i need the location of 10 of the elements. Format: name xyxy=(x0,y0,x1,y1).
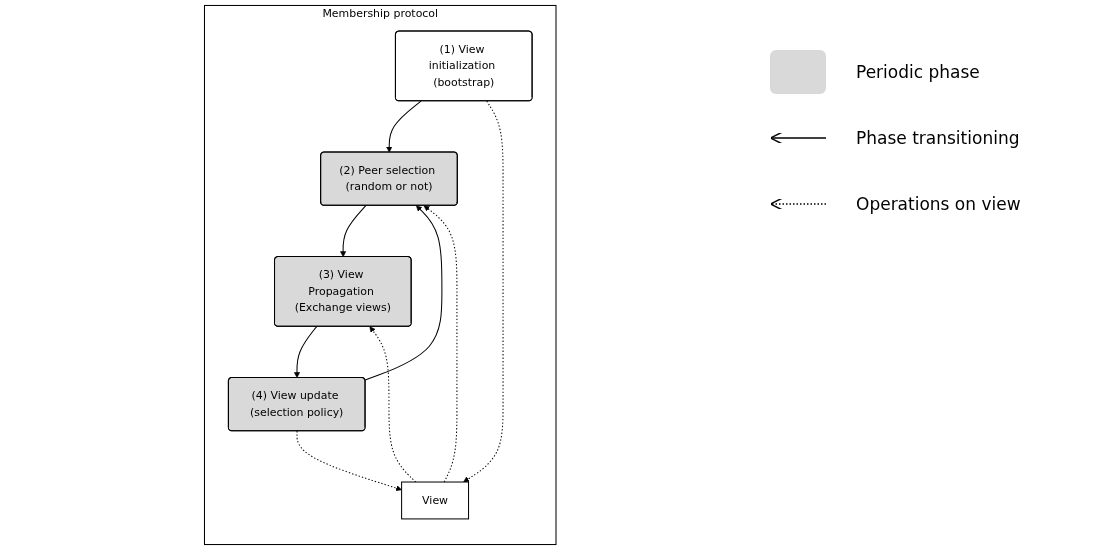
arrow xyxy=(296,430,402,491)
arrow xyxy=(364,205,443,381)
legend-text: Periodic phase xyxy=(856,62,980,82)
arrow xyxy=(339,205,367,258)
legend-text: Phase transitioning xyxy=(856,128,1020,148)
legend-text: Operations on view xyxy=(856,194,1021,214)
node-box: View xyxy=(400,481,469,520)
arrow xyxy=(293,326,317,379)
arrow xyxy=(463,100,504,483)
arrow xyxy=(385,100,422,153)
